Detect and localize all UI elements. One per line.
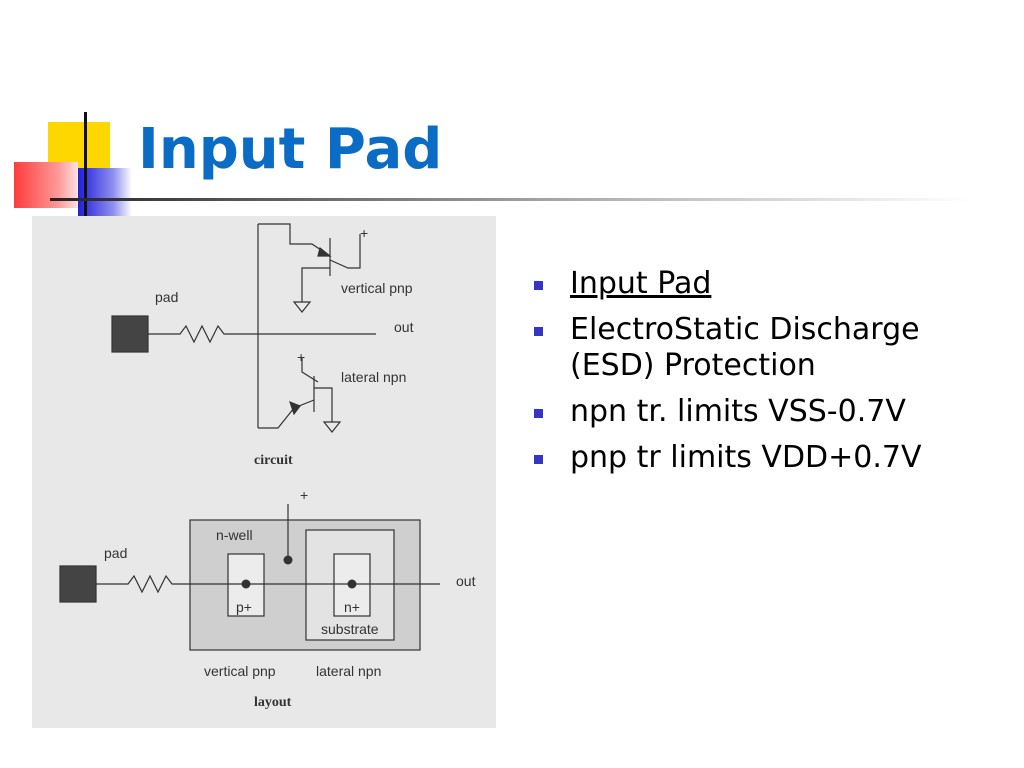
bullet-item: pnp tr limits VDD+0.7V — [530, 440, 1000, 476]
slide-title: Input Pad — [138, 117, 443, 182]
layout-n-contact — [347, 579, 357, 589]
layout-vertical-pnp-label: vertical pnp — [204, 663, 276, 679]
bullet-square-icon — [534, 409, 543, 418]
bullet-square-icon — [534, 281, 543, 290]
layout-pad-label: pad — [104, 545, 127, 561]
lnpn-bus-link — [258, 399, 315, 429]
vpnp-ground-lead — [301, 267, 330, 302]
lnpn-collector — [301, 358, 319, 383]
decor-title-underline — [50, 198, 970, 201]
circuit-resistor-wire — [148, 324, 376, 344]
layout-p-contact — [241, 579, 251, 589]
vpnp-emitter — [258, 223, 331, 257]
vpnp-collector — [329, 234, 361, 269]
layout-pad — [59, 565, 97, 603]
lnpn-emitter-lead — [314, 387, 333, 422]
nwell-label: n-well — [216, 527, 253, 543]
bullet-square-icon — [534, 455, 543, 464]
circuit-out-label: out — [394, 319, 414, 335]
layout-p-plus — [227, 553, 265, 617]
lnpn-arrow — [289, 400, 301, 416]
bullet-item: ElectroStatic Discharge (ESD) Protection — [530, 312, 1000, 384]
layout-resistor-wire — [96, 574, 440, 594]
bullet-square-icon — [534, 327, 543, 336]
layout-caption: layout — [254, 695, 292, 710]
vpnp-arrow — [317, 246, 332, 257]
esd-figure: pad out + + vertical pnp lateral npn cir… — [32, 216, 496, 728]
p-plus-label: p+ — [236, 599, 252, 615]
bullet-text: ElectroStatic Discharge (ESD) Protection — [570, 312, 920, 383]
layout-plus-label: + — [300, 487, 308, 503]
bullet-link-text[interactable]: Input Pad — [570, 266, 712, 301]
decor-red-square — [14, 162, 78, 208]
bullet-item: npn tr. limits VSS-0.7V — [530, 394, 1000, 430]
layout-plus-contact — [283, 555, 293, 565]
vpnp-ground — [292, 301, 312, 313]
lnpn-ground — [322, 421, 342, 433]
lateral-npn-label: lateral npn — [341, 369, 406, 385]
layout-lateral-npn-label: lateral npn — [316, 663, 381, 679]
vertical-pnp-label: vertical pnp — [341, 280, 413, 296]
bullet-list: Input Pad ElectroStatic Discharge (ESD) … — [530, 266, 1000, 486]
decor-vertical-line — [84, 112, 87, 216]
decor-blue-square — [78, 168, 132, 216]
bullet-text: npn tr. limits VSS-0.7V — [570, 394, 906, 429]
circuit-caption: circuit — [254, 453, 293, 468]
circuit-pad-label: pad — [155, 289, 178, 305]
circuit-plus-top: + — [360, 225, 368, 241]
esd-diagram: pad out + + vertical pnp lateral npn cir… — [59, 223, 476, 710]
n-plus-label: n+ — [344, 599, 360, 615]
circuit-pad — [111, 315, 149, 353]
circuit-plus-bottom: + — [297, 349, 305, 365]
substrate-label: substrate — [321, 621, 379, 637]
bullet-item[interactable]: Input Pad — [530, 266, 1000, 302]
layout-out-label: out — [456, 573, 476, 589]
bullet-text: pnp tr limits VDD+0.7V — [570, 440, 922, 475]
